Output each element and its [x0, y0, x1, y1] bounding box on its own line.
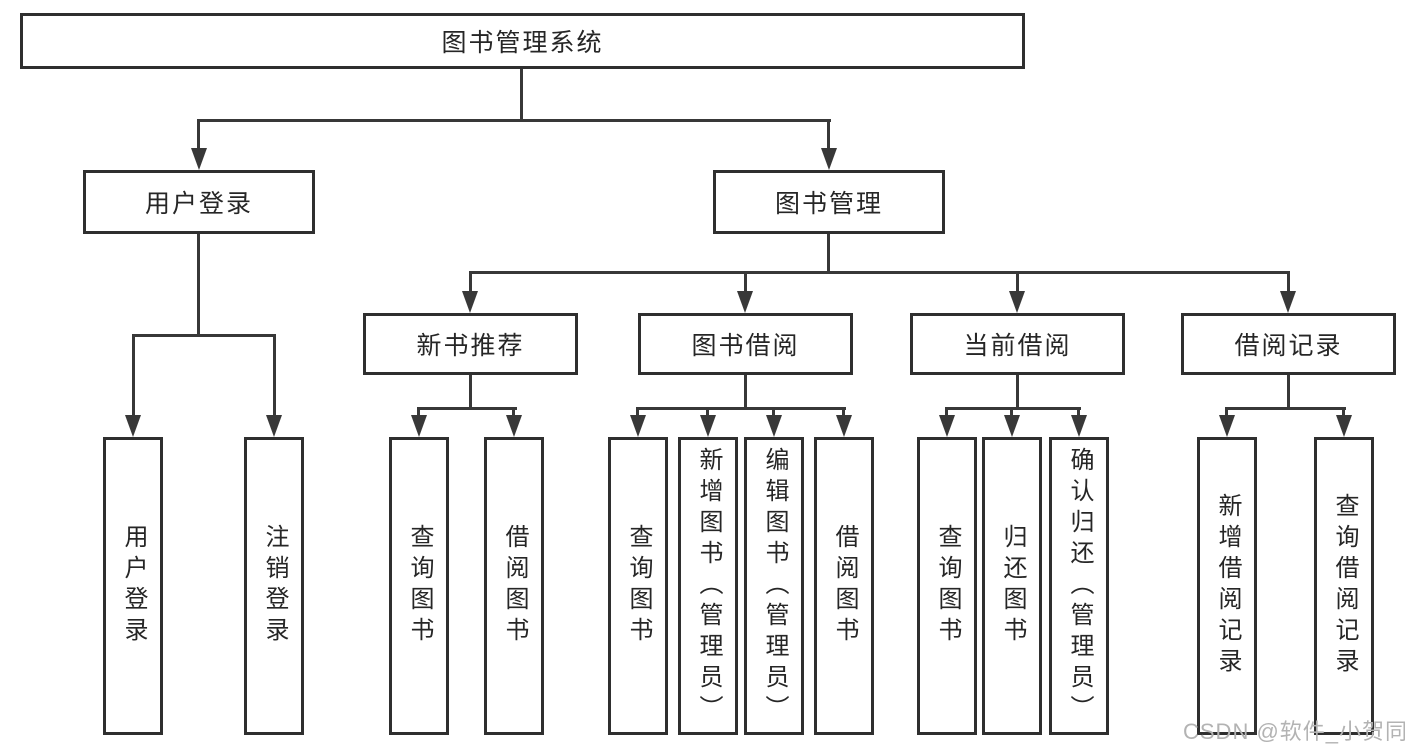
leaf-borrow-book-recommend: 借阅图书 [484, 437, 544, 735]
leaf-add-borrow-record: 新增借阅记录 [1197, 437, 1257, 735]
connector-line [636, 407, 639, 419]
connector-line [827, 234, 830, 272]
arrow-down-icon [1009, 291, 1025, 313]
node-current-borrow: 当前借阅 [910, 313, 1125, 375]
arrow-down-icon [1004, 415, 1020, 437]
connector-line [945, 407, 948, 419]
arrow-down-icon [1336, 415, 1352, 437]
connector-line [1342, 407, 1345, 419]
arrow-down-icon [1219, 415, 1235, 437]
connector-line [1010, 407, 1013, 419]
node-book-management: 图书管理 [713, 170, 945, 234]
arrow-down-icon [766, 415, 782, 437]
leaf-query-borrow-record: 查询借阅记录 [1314, 437, 1374, 735]
connector-line [1016, 271, 1019, 295]
connector-line [636, 407, 846, 410]
node-new-book-recommend: 新书推荐 [363, 313, 578, 375]
connector-line [744, 375, 747, 409]
connector-line [520, 68, 523, 120]
node-library-system: 图书管理系统 [20, 13, 1025, 69]
connector-line [744, 271, 747, 295]
connector-line [1225, 407, 1346, 410]
connector-line [417, 407, 517, 410]
arrow-down-icon [737, 291, 753, 313]
arrow-down-icon [125, 415, 141, 437]
connector-line [706, 407, 709, 419]
arrow-down-icon [700, 415, 716, 437]
connector-line [512, 407, 515, 419]
connector-line [273, 334, 276, 418]
connector-line [1077, 407, 1080, 419]
connector-line [827, 119, 830, 152]
connector-line [132, 334, 276, 337]
connector-line [945, 407, 1081, 410]
arrow-down-icon [191, 148, 207, 170]
leaf-add-book-admin: 新增图书（管理员） [678, 437, 738, 735]
connector-line [1016, 375, 1019, 409]
connector-line [197, 119, 831, 122]
arrow-down-icon [1071, 415, 1087, 437]
connector-line [469, 271, 472, 295]
watermark-text: CSDN @软件_小贺同学 [1183, 719, 1405, 744]
node-borrow-records: 借阅记录 [1181, 313, 1396, 375]
arrow-down-icon [266, 415, 282, 437]
arrow-down-icon [506, 415, 522, 437]
leaf-borrow-book-borrow: 借阅图书 [814, 437, 874, 735]
connector-line [469, 271, 1290, 274]
leaf-query-book-current: 查询图书 [917, 437, 977, 735]
connector-line [772, 407, 775, 419]
leaf-confirm-return-admin: 确认归还（管理员） [1049, 437, 1109, 735]
leaf-edit-book-admin: 编辑图书（管理员） [744, 437, 804, 735]
arrow-down-icon [630, 415, 646, 437]
arrow-down-icon [821, 148, 837, 170]
leaf-return-book: 归还图书 [982, 437, 1042, 735]
connector-line [417, 407, 420, 419]
leaf-logout: 注销登录 [244, 437, 304, 735]
connector-line [842, 407, 845, 419]
connector-line [132, 334, 135, 418]
arrow-down-icon [462, 291, 478, 313]
arrow-down-icon [939, 415, 955, 437]
arrow-down-icon [411, 415, 427, 437]
node-user-login: 用户登录 [83, 170, 315, 234]
leaf-query-book-borrow: 查询图书 [608, 437, 668, 735]
connector-line [1225, 407, 1228, 419]
connector-line [1287, 375, 1290, 409]
connector-line [469, 375, 472, 409]
connector-line [197, 234, 200, 335]
arrow-down-icon [836, 415, 852, 437]
leaf-user-login: 用户登录 [103, 437, 163, 735]
connector-line [1287, 271, 1290, 295]
node-book-borrow: 图书借阅 [638, 313, 853, 375]
arrow-down-icon [1280, 291, 1296, 313]
leaf-query-book-recommend: 查询图书 [389, 437, 449, 735]
connector-line [197, 119, 200, 152]
